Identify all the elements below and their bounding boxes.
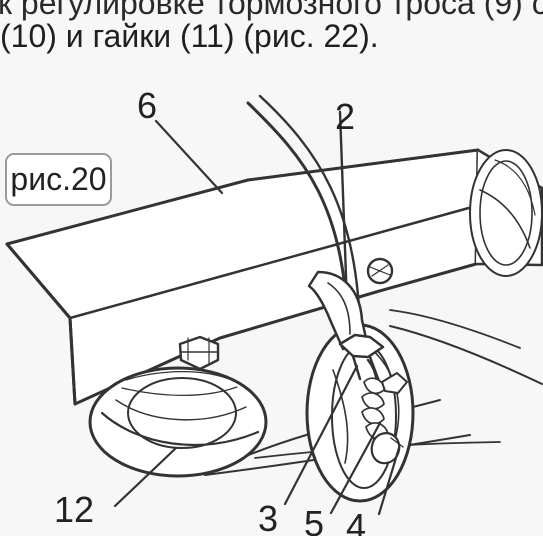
pivot-bolt-cross [369, 264, 391, 277]
right-wheel-inner [479, 160, 533, 266]
lower-bolt [370, 432, 401, 465]
brake-cable-inner [258, 94, 362, 332]
leader-line-3 [283, 364, 359, 506]
tensioner-nut [381, 372, 408, 394]
beam-bolt-head [178, 335, 220, 371]
callout-label-6: 6 [137, 85, 158, 126]
left-wheel-hub [127, 377, 237, 449]
callout-label-12: 12 [54, 489, 95, 530]
left-wheel-tread [100, 411, 260, 447]
callout-label-2: 2 [335, 96, 356, 137]
left-wheel-inner-rim [115, 399, 247, 421]
callout-label-5: 5 [304, 503, 325, 536]
callout-label-3: 3 [258, 498, 279, 536]
brake-arm-edge [327, 282, 351, 335]
left-wheel-upper-rim [125, 371, 237, 383]
right-wheel-rim [494, 159, 536, 216]
figure-badge: рис.20 [5, 153, 112, 206]
instruction-text-line-1: к регулировке тормозного троса (9) с пом… [0, 0, 543, 21]
spring-coil-3 [361, 407, 385, 425]
right-wheel-spoke [479, 189, 531, 249]
beam-top-edge [246, 148, 480, 182]
right-wheel-outline [469, 149, 543, 277]
instruction-text-line-2: (10) и гайки (11) (рис. 22). [0, 18, 379, 54]
leader-line-12 [113, 446, 178, 508]
lower-bolt-detail [390, 437, 404, 448]
frame-line-right [389, 325, 543, 385]
rear-wheel-spoke [332, 369, 349, 464]
beam-lower-edge [68, 204, 478, 320]
frame-line-inner [389, 309, 521, 349]
left-wheel-body [88, 366, 268, 478]
leader-line-4 [377, 446, 401, 516]
callout-label-4: 4 [346, 506, 367, 536]
spring-coil-2 [361, 392, 385, 410]
leader-line-5 [329, 421, 382, 515]
leader-line-6 [154, 119, 224, 195]
beam-bolt-facets [187, 337, 210, 364]
left-wheel-groove [121, 386, 238, 396]
